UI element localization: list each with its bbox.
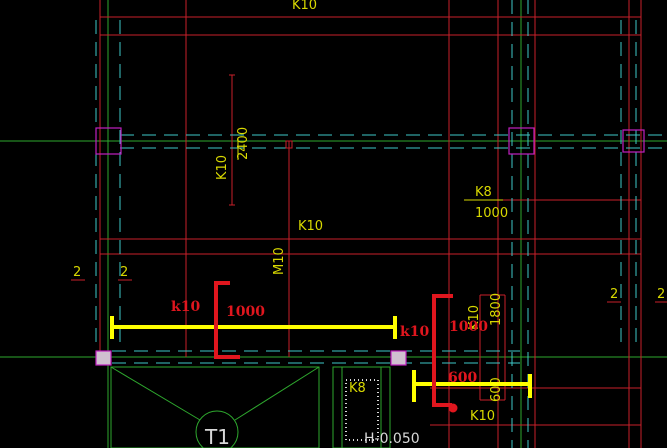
markup-red-texts: k10 1000 k10 1000 600 [171,299,488,386]
label-k8: K8 [475,185,492,200]
label-k10-2400: K10 [215,155,230,180]
column[interactable] [95,127,122,155]
annotation-k10-right: k10 [400,324,429,340]
label-dim-1800: 1800 [489,293,504,326]
label-axis-right-1: 2 [610,287,618,302]
stair-diagonal [110,366,201,421]
column[interactable] [508,127,535,155]
cad-texts: K10 K10 2400 K8 1000 K10 M10 2 2 2 2 K10… [73,0,665,448]
annotation-k10-left: k10 [171,299,200,315]
label-dim-1000-right: 1000 [475,206,508,221]
label-elevation: H-0.050 [364,431,420,447]
annotation-dim-600: 600 [448,370,477,386]
annotation-dim-1000-left: 1000 [226,304,265,320]
label-m10: M10 [272,247,287,275]
markup-red-brackets [214,281,458,413]
hatched-area [332,366,391,448]
text-underlines [237,138,503,201]
label-axis-left-1: 2 [73,265,81,280]
stair-diagonal [234,366,320,421]
label-tag-t1: T1 [204,425,230,448]
label-bottom-k10: K10 [470,409,495,424]
label-dim-600-small: 600 [489,377,504,402]
label-k8-bottom: K8 [349,381,366,396]
label-dim-2400: 2400 [236,127,251,160]
label-mid-k10: K10 [298,219,323,234]
detail-marker [285,140,293,149]
beam-lines [71,0,667,448]
stair-block [110,366,320,448]
hatch-fill [345,379,379,441]
column[interactable] [95,350,112,366]
markup-bracket-right [432,294,453,407]
label-axis-left-2: 2 [120,265,128,280]
stair-outline [110,366,320,448]
columns [95,127,645,366]
label-top-k10: K10 [292,0,317,13]
column[interactable] [622,129,645,153]
markup-bracket-left [214,281,240,359]
markup-dot [448,403,458,413]
annotation-dim-1000-right: 1000 [449,319,488,335]
label-k10-vertical-right: K10 [467,305,482,330]
column[interactable] [390,350,407,366]
hatch-outline [332,366,391,448]
label-axis-right-2: 2 [657,287,665,302]
dashed-beam-lines [95,0,667,448]
tag-circle [195,410,239,448]
